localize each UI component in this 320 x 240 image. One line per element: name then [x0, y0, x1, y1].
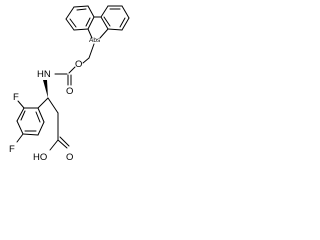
- fluorine-top-label: F: [13, 92, 19, 103]
- carboxylic-acid: HO O: [33, 112, 73, 163]
- fluorene-right-ring: [100, 5, 130, 31]
- ring-f-top-bond: [17, 100, 25, 109]
- fluorine-bottom-label: F: [9, 144, 15, 155]
- stereocenter-aryl-bond: [37, 97, 49, 109]
- cooh-co-double-bond-1: [57, 139, 68, 149]
- acid-carbonyl-oxygen-label: O: [66, 152, 73, 163]
- stereo-wedge-bond: [43, 80, 48, 98]
- carbamate-linker: O O: [54, 43, 95, 97]
- carbonyl-oxygen-label: O: [66, 86, 73, 97]
- amide-nh-label: HN: [37, 69, 51, 80]
- fluorenyl-group: Abs: [65, 5, 130, 44]
- fluorenyl-ch2-bond: [88, 43, 95, 59]
- ether-oxygen-label: O: [75, 59, 82, 70]
- fluorene-c9-left-bond: [87, 28, 93, 39]
- o-carbonyl-bond: [68, 66, 76, 74]
- stereocenter-ch2-bond: [47, 97, 59, 114]
- stereocenter: [37, 80, 59, 114]
- ch2-o-bond: [82, 57, 90, 64]
- cooh-oh-bond: [49, 139, 59, 151]
- cooh-co-double-bond-2: [59, 136, 70, 147]
- fluorene-left-ring: [65, 5, 95, 31]
- ring-f-bottom-bond: [16, 133, 24, 143]
- abs-stereo-label: Abs: [89, 37, 101, 44]
- acid-hydroxyl-label: HO: [33, 152, 47, 163]
- fluorene-c9-right-bond: [99, 28, 109, 39]
- molecule-diagram: Abs O O HN F F HO: [9, 5, 130, 163]
- difluorophenyl-ring: [16, 100, 45, 143]
